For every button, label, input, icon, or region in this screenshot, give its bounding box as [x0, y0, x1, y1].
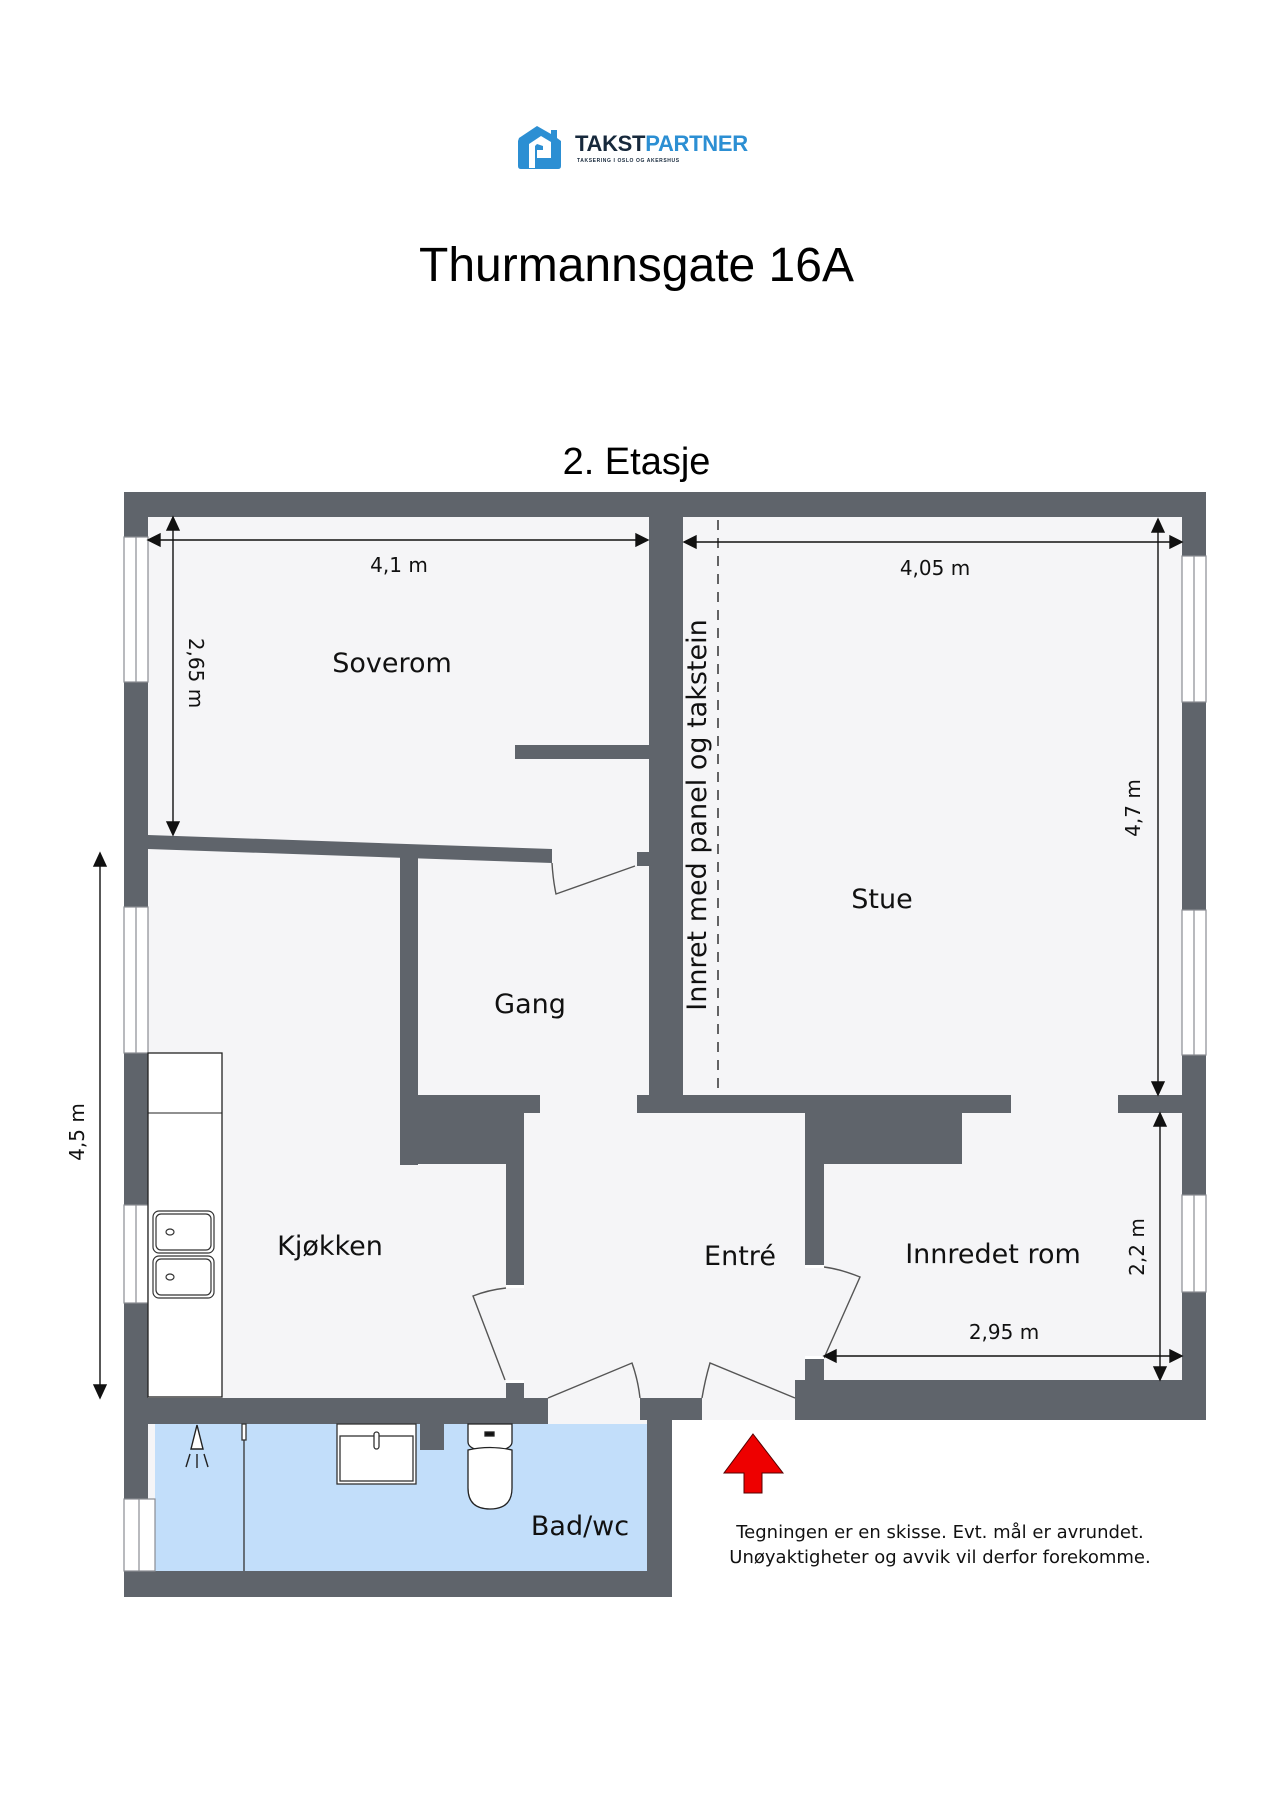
dim-label-innredet-depth: 2,2 m [1125, 1218, 1149, 1276]
bathroom-fixtures [185, 1423, 513, 1571]
doors [472, 862, 861, 1399]
note-line-2: Unøyaktigheter og avvik vil derfor forek… [729, 1547, 1151, 1568]
dim-label-soverom-width: 4,1 m [370, 553, 428, 577]
room-label-gang: Gang [494, 989, 566, 1020]
window [1181, 555, 1207, 703]
disclaimer-note: Tegningen er en skisse. Evt. mål er avru… [700, 1520, 1180, 1570]
door-bad [547, 1362, 641, 1399]
window [1181, 909, 1207, 1056]
room-label-kjokken: Kjøkken [277, 1231, 383, 1262]
wall-stub [420, 1424, 444, 1450]
dim-label-kjokken-depth: 4,5 m [65, 1103, 89, 1161]
window [123, 536, 149, 683]
washbasin-icon [336, 1423, 417, 1485]
shower-icon [185, 1424, 209, 1468]
dim-label-innredet-width: 2,95 m [969, 1320, 1039, 1344]
brand-part-1: TAKST [575, 131, 646, 156]
kitchen-counter [147, 1052, 223, 1398]
door-innredet [823, 1266, 861, 1359]
annotation-panel-takstein: Innret med panel og takstein [682, 619, 713, 1011]
logo: TAKSTPARTNER TAKSERING I OSLO OG AKERSHU… [515, 124, 765, 172]
toilet-icon [467, 1423, 513, 1510]
brand-part-2: PARTNER [645, 131, 748, 156]
window [123, 1204, 149, 1304]
door-main-entrance [701, 1362, 796, 1399]
door-kjokken [472, 1287, 507, 1381]
windows [123, 536, 1207, 1572]
dim-label-soverom-depth: 2,65 m [184, 638, 208, 708]
dim-label-stue-depth: 4,7 m [1121, 779, 1145, 837]
brand-name: TAKSTPARTNER [575, 132, 748, 156]
room-label-soverom: Soverom [332, 648, 452, 679]
house-icon [518, 126, 561, 169]
room-label-entre: Entré [704, 1241, 776, 1272]
entrance-arrow-icon [723, 1433, 785, 1494]
room-label-stue: Stue [851, 884, 912, 915]
brand-tagline: TAKSERING I OSLO OG AKERSHUS [577, 158, 680, 164]
sink-icon [152, 1210, 215, 1299]
window [1181, 1194, 1207, 1293]
shower-screen-line [241, 1423, 247, 1571]
door-soverom [551, 862, 636, 895]
room-label-bad: Bad/wc [531, 1511, 629, 1542]
dimension-lines [92, 515, 1184, 1400]
dim-label-stue-width: 4,05 m [900, 556, 970, 580]
note-line-1: Tegningen er en skisse. Evt. mål er avru… [736, 1522, 1144, 1543]
floor-title: 2. Etasje [562, 441, 711, 483]
window [123, 1498, 156, 1572]
window [123, 906, 149, 1054]
page-title: Thurmannsgate 16A [419, 239, 854, 292]
room-label-innredet: Innredet rom [905, 1239, 1081, 1270]
